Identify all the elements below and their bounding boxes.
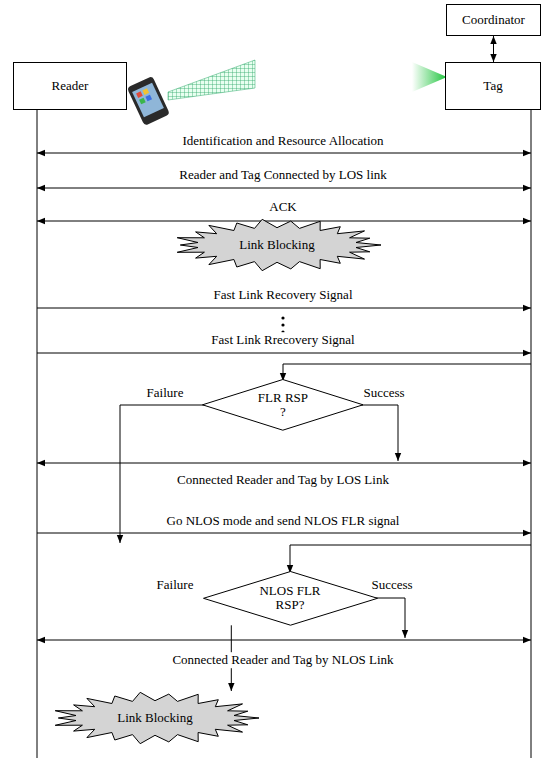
message-arrow: [37, 533, 531, 534]
message-label: Identification and Resource Allocation: [179, 133, 386, 149]
node-text: FLR RSP ?: [255, 391, 311, 420]
message-arrow: [37, 153, 531, 154]
response-arrow: [283, 364, 531, 381]
reader-box: Reader: [13, 62, 127, 110]
success-arrow: [370, 598, 405, 638]
coordinator-box: Coordinator: [446, 4, 541, 36]
reader-lifeline: [37, 110, 38, 758]
message-label: ACK: [266, 199, 299, 215]
message-label: Connected Reader and Tag by NLOS Link: [169, 652, 396, 668]
message-label: Success: [368, 577, 415, 593]
tag-lifeline: [531, 110, 532, 758]
message-arrow: [37, 640, 531, 641]
message-arrow: [37, 308, 531, 309]
shape-outline: [55, 692, 259, 743]
message-arrow: [37, 463, 531, 464]
phone-icon: [127, 76, 170, 126]
node-text: Link Blocking: [117, 711, 192, 725]
node-text: Link Blocking: [239, 238, 314, 252]
tag-beam: [412, 62, 447, 92]
shape-outline: [177, 219, 381, 270]
node-text: Coordinator: [462, 13, 525, 27]
message-label: Connected Reader and Tag by LOS Link: [174, 472, 392, 488]
message-label: Success: [360, 385, 407, 401]
reader-beam: [168, 60, 255, 100]
shape-outline: [203, 380, 364, 431]
decision-diamond: FLR RSP ?: [202, 379, 364, 431]
link-blocking-burst: Link Blocking: [50, 691, 260, 745]
ellipsis-dot: [281, 316, 284, 319]
success-arrow: [358, 405, 398, 461]
ellipsis-dot: [281, 323, 284, 326]
response-arrow: [290, 545, 531, 573]
connector-arrow: [493, 36, 494, 62]
tag-box: Tag: [445, 62, 541, 110]
message-arrow: [37, 353, 531, 354]
message-label: Fast Link Rrecovery Signal: [208, 332, 357, 348]
message-label: Go NLOS mode and send NLOS FLR signal: [164, 513, 403, 529]
node-text: NLOS FLR RSP?: [257, 584, 323, 613]
message-label: Reader and Tag Connected by LOS link: [176, 167, 390, 183]
message-arrow: [37, 221, 531, 222]
shape-outline: [203, 571, 377, 625]
link-blocking-burst: Link Blocking: [172, 218, 382, 272]
node-text: Tag: [483, 79, 502, 93]
message-label: Failure: [154, 577, 197, 593]
message-label: Fast Link Recovery Signal: [210, 287, 355, 303]
message-arrow: [37, 188, 531, 189]
message-label: Failure: [144, 385, 187, 401]
node-text: Reader: [52, 79, 89, 93]
decision-diamond: NLOS FLR RSP?: [203, 571, 378, 626]
